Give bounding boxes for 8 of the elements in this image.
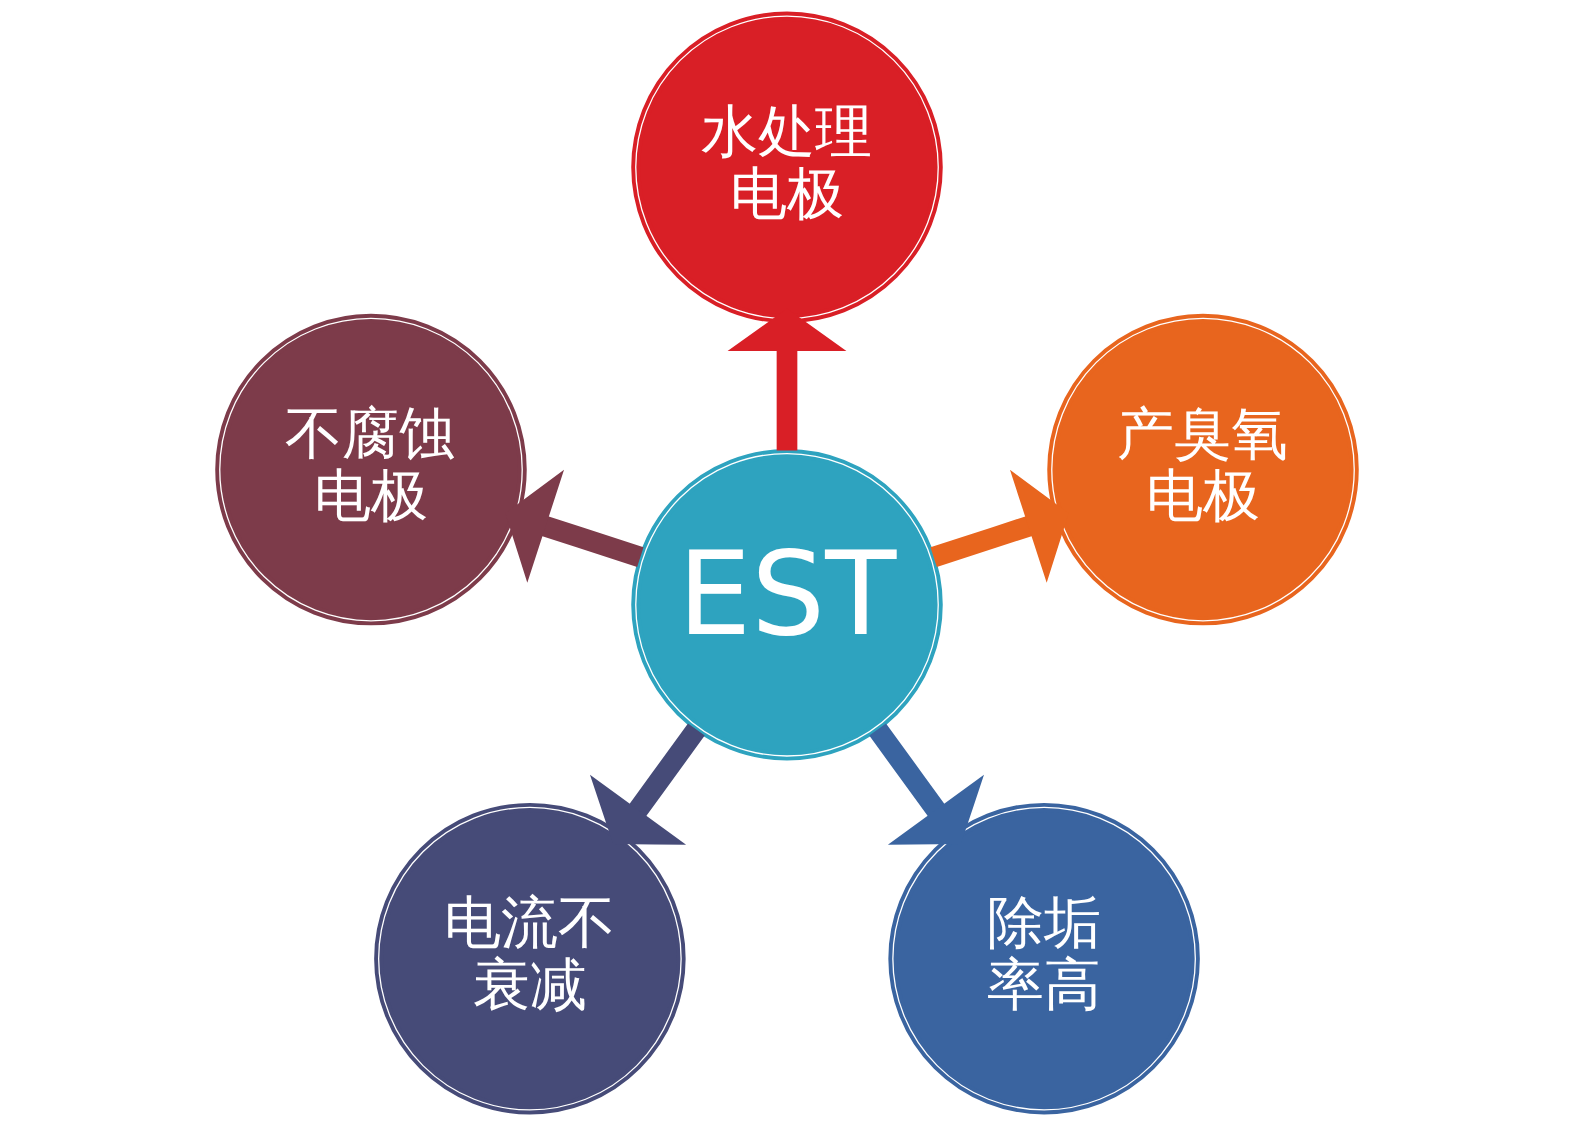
node-circle: 产臭氧电极 xyxy=(1046,313,1359,626)
arrow xyxy=(868,723,984,845)
node-circle: 电流不衰减 xyxy=(373,802,686,1115)
node-circle: 不腐蚀电极 xyxy=(214,313,527,626)
arrow xyxy=(589,723,705,845)
node-circle: EST xyxy=(630,449,943,761)
node-circle: 除垢率高 xyxy=(887,802,1200,1115)
node-circle: 水处理电极 xyxy=(630,11,943,324)
